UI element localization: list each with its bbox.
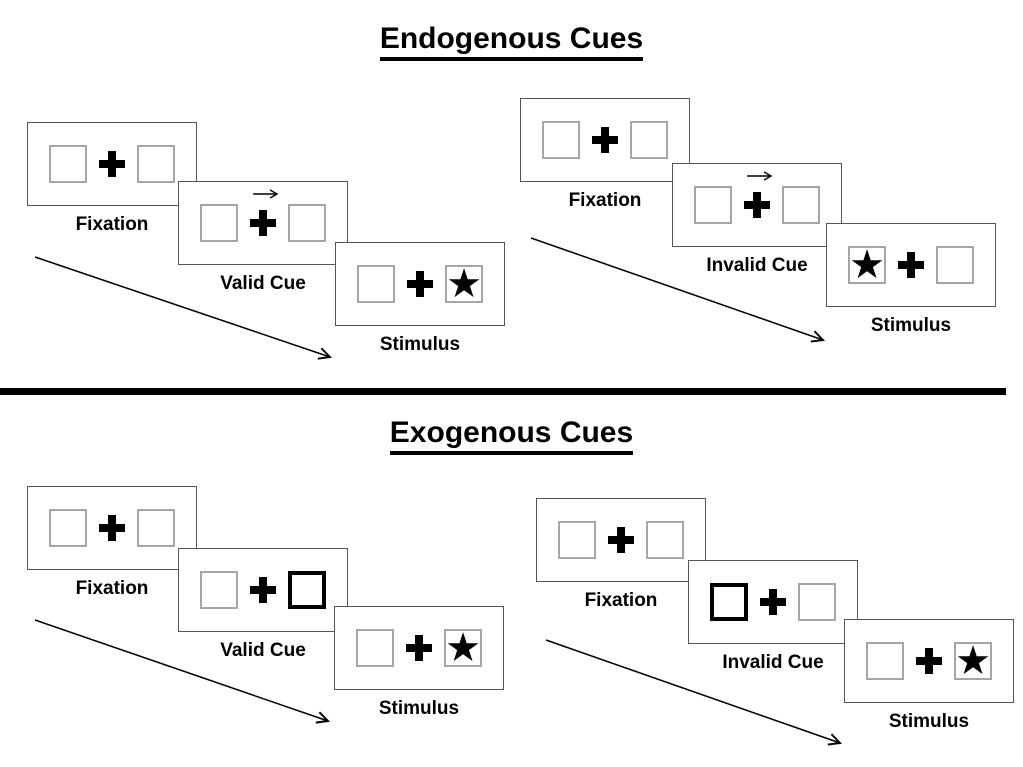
frame-fixation: Fixation <box>27 122 197 235</box>
frame-label: Fixation <box>584 590 658 611</box>
section-title-endogenous-text: Endogenous Cues <box>379 22 644 61</box>
screen-panel <box>178 548 348 632</box>
cue-direction-arrow-icon <box>253 189 279 199</box>
frame-label: Stimulus <box>378 698 460 719</box>
fixation-cross-icon <box>744 192 770 218</box>
frame-invalid-cue: Invalid Cue <box>688 560 858 673</box>
left-placeholder-box <box>356 629 394 667</box>
section-divider <box>0 388 1006 395</box>
screen-panel: ★ <box>335 242 505 326</box>
frame-fixation: Fixation <box>27 486 197 599</box>
frame-label: Valid Cue <box>220 640 306 661</box>
frame-label: Stimulus <box>379 334 461 355</box>
left-target-box: ★ <box>848 242 886 288</box>
left-placeholder-box <box>49 509 87 547</box>
star-stimulus-icon: ★ <box>955 638 991 684</box>
screen-panel <box>178 181 348 265</box>
screen-panel <box>27 486 197 570</box>
fixation-cross-icon <box>406 635 432 661</box>
left-placeholder-box <box>542 121 580 159</box>
frame-label: Invalid Cue <box>706 255 808 276</box>
right-placeholder-box <box>798 583 836 621</box>
section-title-exogenous-text: Exogenous Cues <box>389 416 634 455</box>
left-placeholder-box <box>357 265 395 303</box>
right-placeholder-box <box>936 246 974 284</box>
fixation-cross-icon <box>99 515 125 541</box>
screen-panel <box>688 560 858 644</box>
right-target-box: ★ <box>445 261 483 307</box>
frame-stimulus: ★ Stimulus <box>335 242 505 355</box>
frame-label: Invalid Cue <box>722 652 824 673</box>
right-placeholder-box <box>137 509 175 547</box>
fixation-cross-icon <box>250 577 276 603</box>
screen-panel: ★ <box>844 619 1014 703</box>
right-placeholder-box <box>782 186 820 224</box>
right-placeholder-box <box>630 121 668 159</box>
fixation-cross-icon <box>916 648 942 674</box>
time-arrow-exogenous-valid <box>34 619 331 724</box>
fixation-cross-icon <box>760 589 786 615</box>
screen-panel: ★ <box>826 223 996 307</box>
time-arrow-endogenous-valid <box>34 256 333 360</box>
frame-label: Valid Cue <box>220 273 306 294</box>
right-highlighted-cue-box <box>288 571 326 609</box>
screen-panel: ★ <box>334 606 504 690</box>
fixation-cross-icon <box>250 210 276 236</box>
fixation-cross-icon <box>608 527 634 553</box>
left-highlighted-cue-box <box>710 583 748 621</box>
frame-label: Fixation <box>75 578 149 599</box>
screen-panel <box>672 163 842 247</box>
left-placeholder-box <box>694 186 732 224</box>
right-target-box: ★ <box>444 625 482 671</box>
frame-fixation: Fixation <box>520 98 690 211</box>
right-placeholder-box <box>137 145 175 183</box>
fixation-cross-icon <box>99 151 125 177</box>
left-placeholder-box <box>49 145 87 183</box>
screen-panel <box>536 498 706 582</box>
left-placeholder-box <box>866 642 904 680</box>
frame-invalid-cue: Invalid Cue <box>672 163 842 276</box>
fixation-cross-icon <box>407 271 433 297</box>
fixation-cross-icon <box>898 252 924 278</box>
frame-label: Fixation <box>75 214 149 235</box>
frame-stimulus: ★ Stimulus <box>844 619 1014 732</box>
frame-valid-cue: Valid Cue <box>178 548 348 661</box>
cue-direction-arrow-icon <box>747 171 773 181</box>
right-target-box: ★ <box>954 638 992 684</box>
screen-panel <box>520 98 690 182</box>
left-placeholder-box <box>200 571 238 609</box>
frame-label: Stimulus <box>888 711 970 732</box>
left-placeholder-box <box>558 521 596 559</box>
frame-label: Stimulus <box>870 315 952 336</box>
right-placeholder-box <box>646 521 684 559</box>
frame-valid-cue: Valid Cue <box>178 181 348 294</box>
time-arrow-endogenous-invalid <box>530 237 826 343</box>
star-stimulus-icon: ★ <box>446 261 482 307</box>
section-title-exogenous: Exogenous Cues <box>0 416 1023 455</box>
frame-label: Fixation <box>568 190 642 211</box>
screen-panel <box>27 122 197 206</box>
right-placeholder-box <box>288 204 326 242</box>
star-stimulus-icon: ★ <box>849 242 885 288</box>
left-placeholder-box <box>200 204 238 242</box>
frame-fixation: Fixation <box>536 498 706 611</box>
section-title-endogenous: Endogenous Cues <box>0 22 1023 61</box>
star-stimulus-icon: ★ <box>445 625 481 671</box>
fixation-cross-icon <box>592 127 618 153</box>
frame-stimulus: ★ Stimulus <box>334 606 504 719</box>
frame-stimulus: ★ Stimulus <box>826 223 996 336</box>
